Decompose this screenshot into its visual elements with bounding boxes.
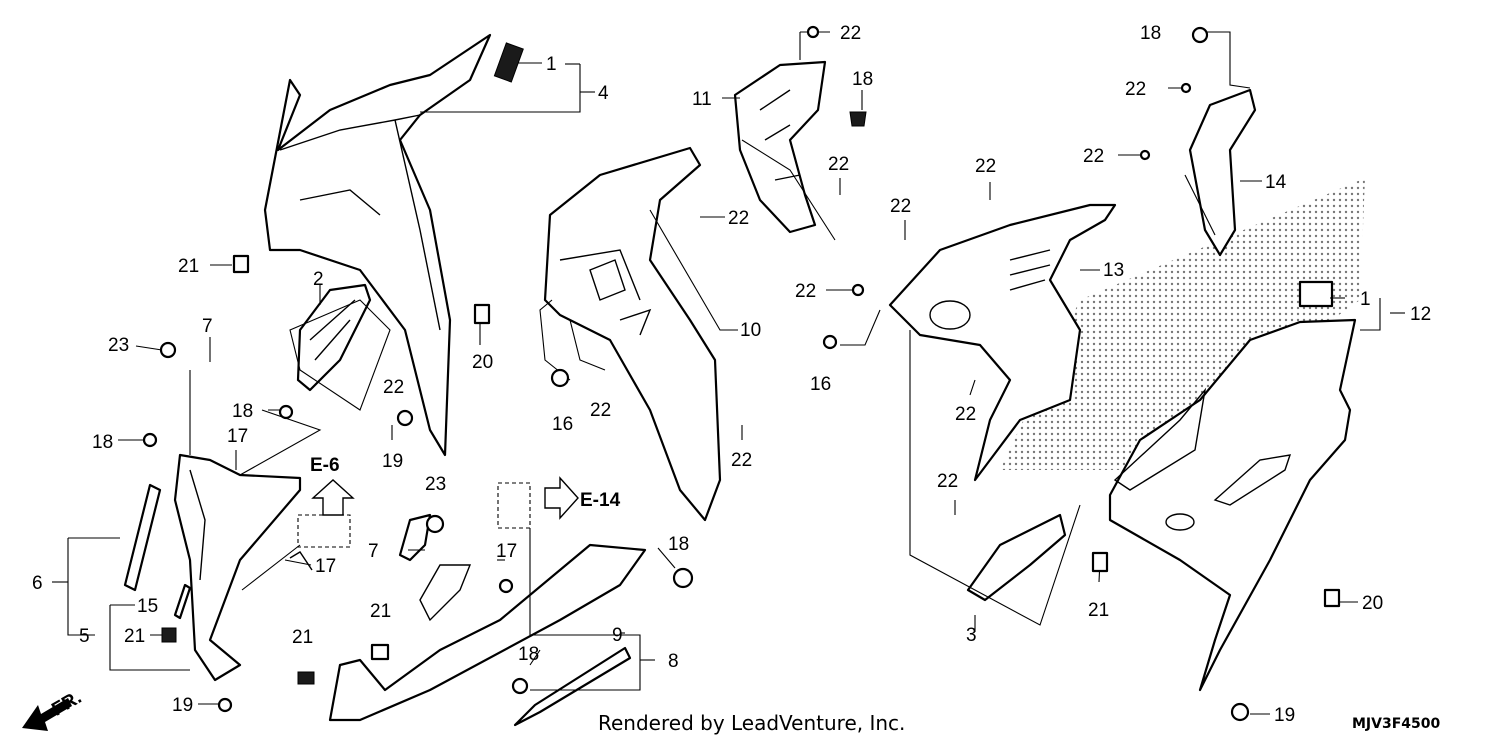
callout-22-center-3: 22	[890, 196, 911, 217]
callout-17-center: 17	[496, 541, 517, 562]
callout-15: 15	[137, 596, 158, 617]
dotted-shading	[1000, 178, 1365, 470]
callout-3: 3	[966, 625, 977, 646]
dashed-box-left	[297, 514, 351, 548]
callout-22-right-center: 22	[955, 404, 976, 425]
callout-20-center: 20	[472, 352, 493, 373]
fasteners	[142, 25, 1341, 722]
callout-19-left: 19	[172, 695, 193, 716]
side-cowl-part-13	[888, 203, 1117, 482]
bracket-part-14	[1184, 88, 1257, 257]
callout-22-right-lower: 22	[937, 471, 958, 492]
callout-2: 2	[313, 269, 324, 290]
callout-22-center-1: 22	[828, 154, 849, 175]
callout-9: 9	[612, 625, 623, 646]
callout-18-top-center: 18	[852, 69, 873, 90]
diagram-part-code: MJV3F4500	[1352, 716, 1441, 732]
callout-17-lower: 17	[315, 556, 336, 577]
callout-23-upper: 23	[108, 335, 129, 356]
callout-22-center-2: 22	[975, 156, 996, 177]
inner-panel-part-2	[289, 283, 391, 411]
bracket-part-11	[733, 60, 836, 241]
callout-23-lower: 23	[425, 474, 446, 495]
callout-19-center: 19	[382, 451, 403, 472]
reference-e14: E-14	[580, 490, 621, 511]
callout-22-lower-left: 22	[383, 377, 404, 398]
reference-e6: E-6	[310, 455, 340, 476]
callout-21-center: 21	[370, 601, 391, 622]
callout-22-top: 22	[840, 23, 861, 44]
callout-labels: 1 4 22 18 11 22 18 22 22 14 22 22 22 13 …	[32, 23, 1431, 726]
callout-18-lower-center: 18	[668, 534, 689, 555]
callout-16-right: 16	[810, 374, 831, 395]
callout-21-left: 21	[124, 626, 145, 647]
render-watermark: Rendered by LeadVenture, Inc.	[598, 711, 906, 735]
callout-22-right-1: 22	[1125, 79, 1146, 100]
callout-20-right: 20	[1362, 593, 1383, 614]
callout-5: 5	[79, 626, 90, 647]
callout-18-left-upper: 18	[232, 401, 253, 422]
callout-1-right: 1	[1360, 289, 1371, 310]
upper-cowl-part-4	[263, 33, 524, 457]
callout-21-right: 21	[1088, 600, 1109, 621]
callout-22-bottom-center: 22	[731, 450, 752, 471]
callout-18-top-right: 18	[1140, 23, 1161, 44]
callout-6: 6	[32, 573, 43, 594]
callout-22-right-2: 22	[1083, 146, 1104, 167]
lower-cowl-part-12	[1108, 280, 1357, 692]
callout-17-upper: 17	[227, 426, 248, 447]
callout-8: 8	[668, 651, 679, 672]
callout-22-lower-center: 22	[590, 400, 611, 421]
callout-22-left-of-13: 22	[795, 281, 816, 302]
callout-10: 10	[740, 320, 761, 341]
e6-arrow	[311, 479, 355, 516]
under-cowl-part-9	[328, 513, 647, 727]
callout-16-center: 16	[552, 414, 573, 435]
callout-7-lower: 7	[368, 541, 379, 562]
callout-21-upper: 21	[178, 256, 199, 277]
e14-arrow	[544, 476, 579, 520]
callout-14: 14	[1265, 172, 1287, 193]
front-arrow	[22, 698, 72, 731]
callout-4: 4	[598, 83, 609, 104]
callout-12: 12	[1410, 304, 1431, 325]
middle-cowl-part-10	[543, 146, 722, 522]
callout-1-upper: 1	[546, 54, 557, 75]
callout-7-upper: 7	[202, 316, 213, 337]
callout-11: 11	[692, 89, 712, 110]
leader-lines	[52, 31, 1405, 715]
panel-part-3	[909, 330, 1081, 626]
callout-21-lower: 21	[292, 627, 313, 648]
dashed-box-center	[497, 482, 531, 529]
callout-18-left: 18	[92, 432, 113, 453]
lower-left-cowl-part-5	[123, 453, 302, 682]
callout-13: 13	[1103, 260, 1124, 281]
callout-18-bottom: 18	[518, 644, 539, 665]
callout-22-middle: 22	[728, 208, 749, 229]
callout-19-right: 19	[1274, 705, 1295, 726]
